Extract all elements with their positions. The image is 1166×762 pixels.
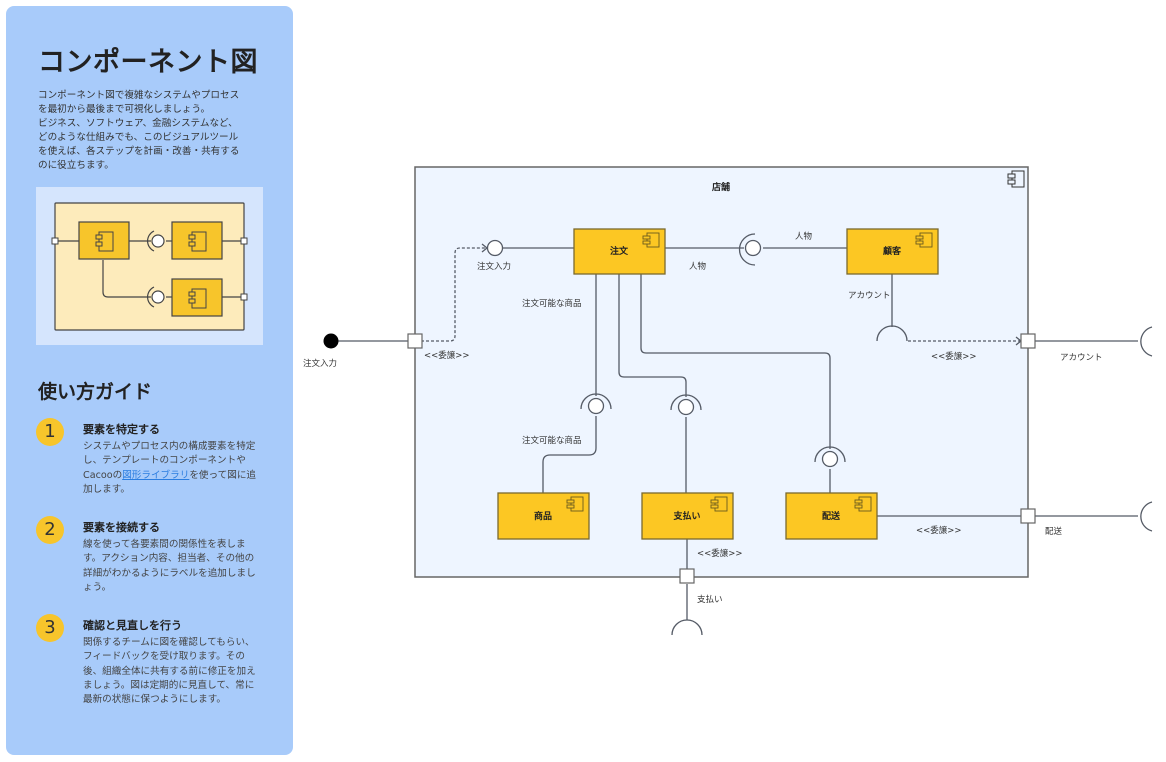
connector-line (640, 274, 831, 449)
component-order-label: 注文 (610, 245, 629, 257)
port-payment[interactable] (679, 568, 695, 584)
component-product[interactable]: 商品 (497, 492, 590, 540)
label-delegate-payment: <<委譲>> (697, 548, 743, 559)
step-body-text: システムやプロセス内の構成要素を特定し、テンプレートのコンポーネントや Caco… (83, 441, 256, 481)
label-account-inner: アカウント (848, 291, 891, 301)
step-body: システムやプロセス内の構成要素を特定し、テンプレートのコンポーネントや Caco… (83, 440, 263, 497)
preview-component (171, 278, 223, 317)
required-interface-person[interactable] (738, 233, 756, 266)
label-delegate-shipping: <<委譲>> (916, 525, 962, 536)
panel-description: コンポーネント図で複雑なシステムやプロセス を最初から最後まで可視化しましょう。… (38, 90, 240, 171)
component-payment-label: 支払い (672, 510, 700, 522)
preview-thumbnail (36, 187, 263, 345)
panel-title: コンポーネント図 (38, 47, 258, 78)
component-customer-label: 顧客 (883, 245, 902, 257)
external-input-node[interactable] (323, 333, 339, 349)
step-body: 線を使って各要素間の関係性を表します。アクション内容、担当者、その他の詳細がわか… (83, 539, 256, 593)
label-delegate-left: <<委譲>> (424, 350, 470, 361)
provided-interface-products[interactable] (587, 397, 605, 415)
label-person-left: 人物 (689, 261, 707, 272)
component-icon (1007, 170, 1025, 188)
step-number-badge: 1 (36, 418, 64, 446)
port-order-input[interactable] (407, 333, 423, 349)
port-shipping[interactable] (1020, 508, 1036, 524)
external-required-interface-payment[interactable] (671, 619, 703, 636)
label-orderable-products-top: 注文可能な商品 (522, 298, 582, 309)
step-body-text: を使って図に追加します。 (83, 469, 257, 495)
component-icon (642, 232, 660, 248)
component-order[interactable]: 注文 (573, 228, 666, 275)
component-icon (710, 496, 728, 512)
external-required-interface-shipping[interactable] (1140, 501, 1153, 532)
template-info-panel: コンポーネント図 コンポーネント図で複雑なシステムやプロセス を最初から最後まで… (6, 6, 293, 755)
component-product-label: 商品 (534, 510, 552, 522)
label-external-order-input: 注文入力 (303, 358, 337, 369)
component-icon (566, 496, 584, 512)
label-shipping-outer: 配送 (1045, 526, 1063, 537)
provided-interface-person[interactable] (744, 239, 762, 257)
external-required-interface-account[interactable] (1140, 326, 1153, 357)
guide-title: 使い方ガイド (38, 381, 153, 403)
connector-line (618, 274, 687, 397)
preview-component (78, 221, 130, 260)
label-payment-outer: 支払い (697, 594, 723, 605)
component-icon (854, 496, 872, 512)
component-customer[interactable]: 顧客 (846, 228, 939, 275)
label-order-input: 注文入力 (477, 261, 511, 272)
delegation-connector (421, 247, 487, 342)
required-interface-account[interactable] (876, 325, 908, 342)
shape-library-link[interactable]: 図形ライブラリ (122, 469, 190, 481)
provided-interface-order-input[interactable] (486, 239, 504, 257)
step-body: 関係するチームに図を確認してもらい、フィードバックを受け取ります。その後、組織全… (83, 637, 256, 706)
component-shipping-label: 配送 (822, 510, 841, 522)
connector-line (542, 416, 597, 493)
label-orderable-products-bottom: 注文可能な商品 (522, 435, 582, 446)
provided-interface-payment[interactable] (677, 398, 695, 416)
step-title: 要素を接続する (83, 521, 160, 534)
label-delegate-account: <<委譲>> (931, 351, 977, 362)
component-payment[interactable]: 支払い (641, 492, 734, 540)
label-person-right: 人物 (795, 231, 813, 242)
provided-interface-shipping[interactable] (821, 450, 839, 468)
store-container-label: 店舗 (712, 181, 730, 193)
port-account[interactable] (1020, 333, 1036, 349)
required-interface-products[interactable] (580, 393, 612, 410)
component-shipping[interactable]: 配送 (785, 492, 878, 540)
required-interface-payment[interactable] (670, 394, 702, 411)
label-account-outer: アカウント (1060, 353, 1103, 363)
step-title: 確認と見直しを行う (83, 619, 182, 632)
step-number-badge: 2 (36, 516, 64, 544)
required-interface-shipping[interactable] (814, 446, 846, 463)
step-title: 要素を特定する (83, 423, 160, 436)
step-number-badge: 3 (36, 614, 64, 642)
component-icon (915, 232, 933, 248)
preview-component (171, 221, 223, 260)
